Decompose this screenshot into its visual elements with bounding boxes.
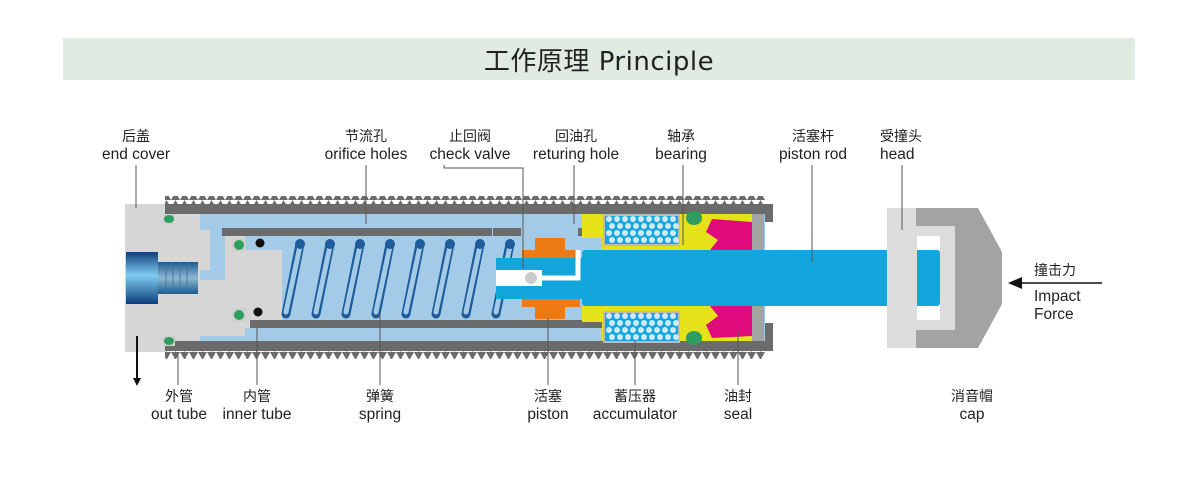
label-zh: 回油孔 [555,129,597,145]
label-zh: 消音帽 [951,389,993,405]
label-en: Impact [1034,288,1081,305]
label-en: inner tube [222,406,292,423]
label-seal: 油封 seal [718,388,758,424]
label-zh: 活塞 [534,389,562,405]
cap-shape [887,208,1002,348]
label-zh: 内管 [243,389,271,405]
label-en: end cover [101,146,171,163]
label-check-valve: 止回阀 check valve [418,128,522,164]
label-returning-hole: 回油孔 returing hole [522,128,630,164]
label-zh: 弹簧 [366,389,394,405]
out-tube-shape [165,196,773,359]
adjusting-screw [158,262,198,294]
label-en: spring [358,406,402,423]
label-en: check valve [429,146,511,163]
label-piston-rod: 活塞杆 piston rod [770,128,856,164]
label-inner-tube: 内管 inner tube [213,388,301,424]
impact-force-arrow [1008,277,1102,289]
label-zh: 节流孔 [345,129,387,145]
title-bar: 工作原理 Principle [63,38,1135,80]
label-en: head [880,146,915,163]
label-en: piston [527,406,569,423]
label-zh: 受撞头 [880,129,922,145]
title-en: Principle [598,46,715,77]
label-en: piston rod [778,146,848,163]
arrow-down-icon [133,378,141,386]
label-zh: 后盖 [122,129,150,145]
label-zh: 外管 [165,389,193,405]
label-spring: 弹簧 spring [350,388,410,424]
label-cap: 消音帽 cap [940,388,1004,424]
label-zh: 撞击力 [1034,263,1076,279]
bolt-head [126,252,158,304]
label-en: accumulator [592,406,678,423]
label-en: Force [1034,306,1074,323]
label-en: orifice holes [324,146,408,163]
title-zh: 工作原理 [483,46,590,77]
label-zh: 油封 [724,389,752,405]
label-zh: 蓄压器 [614,389,656,405]
label-en: bearing [655,146,707,163]
label-en: cap [959,406,985,423]
label-en: seal [723,406,753,423]
spring-shape [281,239,515,319]
bearing-shape [582,211,705,345]
inner-tube-bottom [250,320,650,328]
inner-tube-top [222,228,492,236]
label-piston: 活塞 piston [522,388,574,424]
label-en: returing hole [532,146,620,163]
label-zh: 活塞杆 [792,129,834,145]
label-zh: 轴承 [667,129,695,145]
label-end-cover: 后盖 end cover [90,128,182,164]
label-en: out tube [150,406,208,423]
label-zh: 止回阀 [449,129,491,145]
label-head: 受撞头 head [880,128,934,164]
o-rings [163,214,265,346]
label-bearing: 轴承 bearing [645,128,717,164]
page-title: 工作原理 Principle [484,41,714,78]
piston-rod-shape [582,250,940,306]
label-out-tube: 外管 out tube [145,388,213,424]
label-accumulator: 蓄压器 accumulator [584,388,686,424]
label-impact-force: 撞击力 Impact Force [1034,262,1094,324]
label-orifice-holes: 节流孔 orifice holes [313,128,419,164]
leader-lines [135,165,903,385]
